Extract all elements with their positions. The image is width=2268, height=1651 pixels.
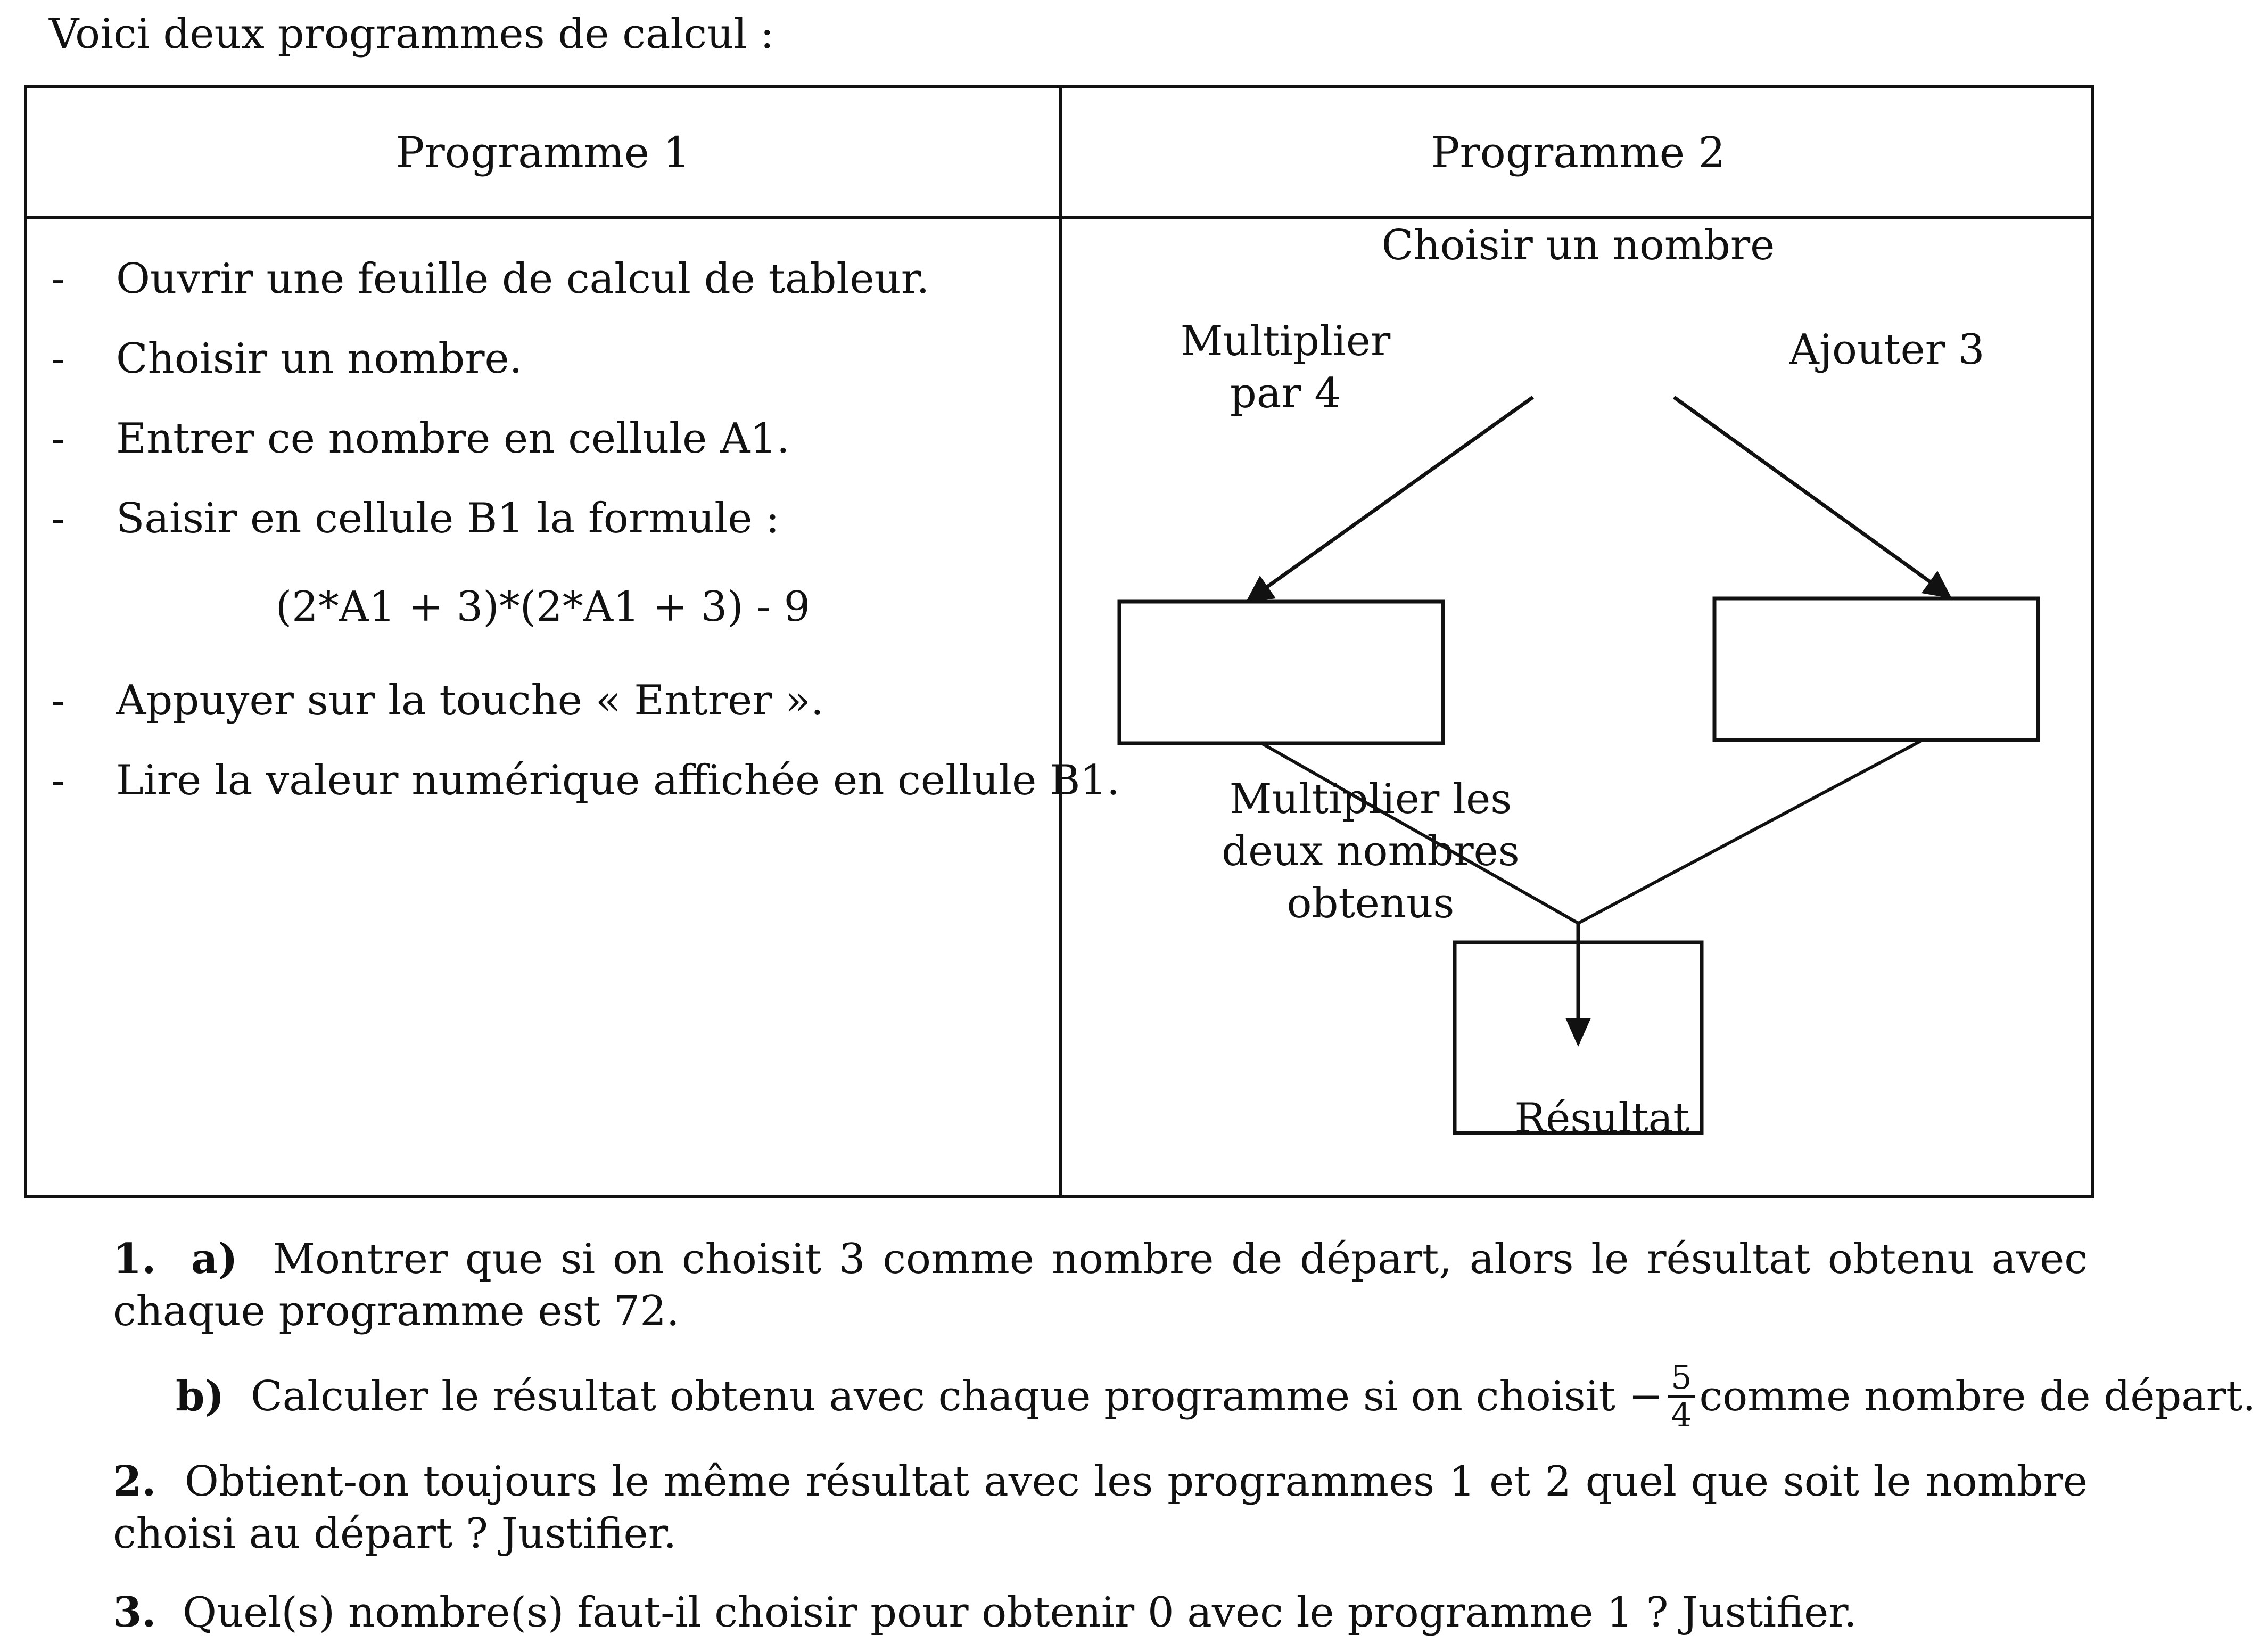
merge-line-right xyxy=(1577,738,1924,925)
table-header-divider xyxy=(27,216,2091,219)
flow-merge-label: Multiplier les deux nombres obtenus xyxy=(1206,773,1536,930)
step-text: Ouvrir une feuille de calcul de tableur. xyxy=(116,255,930,303)
flow-right-branch-label: Ajouter 3 xyxy=(1754,324,2020,376)
merge-line3: obtenus xyxy=(1286,880,1455,927)
question-text-after: comme nombre de départ. xyxy=(1699,1373,2256,1420)
right-branch-text: Ajouter 3 xyxy=(1789,326,1985,374)
step-dash: - xyxy=(51,415,65,463)
left-branch-line1: Multiplier xyxy=(1180,317,1391,365)
step-dash: - xyxy=(51,677,65,725)
step-text: Lire la valeur numérique affichée en cel… xyxy=(116,757,1120,804)
fraction-denominator: 4 xyxy=(1668,1395,1695,1433)
question-text: Calculer le résultat obtenu avec chaque … xyxy=(251,1373,1615,1420)
header-programme-2: Programme 2 xyxy=(1431,127,1726,177)
step-text: Choisir un nombre. xyxy=(116,335,523,383)
question-text: Montrer que si on choisit 3 comme nombre… xyxy=(113,1235,2088,1335)
flow-result-label: Résultat xyxy=(1477,1093,1727,1145)
step-dash: - xyxy=(51,757,65,804)
step-text: Entrer ce nombre en cellule A1. xyxy=(116,415,790,463)
result-box xyxy=(1453,940,1704,1135)
start-text: Choisir un nombre xyxy=(1381,221,1775,269)
header-programme-1: Programme 1 xyxy=(395,127,690,177)
flowchart-diagram xyxy=(1117,396,2040,1135)
question-text: Quel(s) nombre(s) faut-il choisir pour o… xyxy=(183,1589,1857,1637)
merge-line2: deux nombres xyxy=(1222,827,1520,875)
step-text: Saisir en cellule B1 la formule : xyxy=(116,495,780,543)
merge-line-left xyxy=(1260,742,1579,925)
question-1b: b) Calculer le résultat obtenu avec chaq… xyxy=(176,1360,2256,1436)
question-2: 2. Obtient-on toujours le même résultat … xyxy=(113,1456,2088,1560)
question-text: Obtient-on toujours le même résultat ave… xyxy=(113,1458,2088,1558)
step-dash: - xyxy=(51,255,65,303)
step-dash: - xyxy=(51,495,65,543)
minus-sign: − xyxy=(1628,1373,1664,1420)
question-part-label: a) xyxy=(191,1235,238,1283)
step-text: Appuyer sur la touche « Entrer ». xyxy=(116,677,824,725)
right-empty-box xyxy=(1712,596,2040,742)
arrowhead-down xyxy=(1565,1018,1591,1047)
question-number: 3. xyxy=(113,1588,156,1637)
step-dash: - xyxy=(51,335,65,383)
left-branch-line2: par 4 xyxy=(1230,369,1341,417)
programs-table: Programme 1 Programme 2 - Ouvrir une feu… xyxy=(24,85,2094,1198)
arrowhead-right xyxy=(1921,571,1952,598)
flow-left-branch-label: Multiplier par 4 xyxy=(1152,315,1418,420)
intro-text: Voici deux programmes de calcul : xyxy=(49,10,774,58)
arrow-right-branch xyxy=(1672,396,1944,593)
spreadsheet-formula: (2*A1 + 3)*(2*A1 + 3) - 9 xyxy=(275,583,811,631)
question-part-label: b) xyxy=(176,1372,225,1420)
program2-flowchart: Choisir un nombre Multiplier par 4 Ajout… xyxy=(1062,219,2094,1198)
question-number: 1. xyxy=(113,1235,156,1283)
question-1a: 1. a) Montrer que si on choisit 3 comme … xyxy=(113,1233,2088,1337)
result-text: Résultat xyxy=(1514,1095,1690,1143)
arrowhead-left xyxy=(1246,576,1276,603)
flow-start-label: Choisir un nombre xyxy=(1339,219,1818,272)
table-column-divider xyxy=(1059,88,1062,1195)
left-empty-box xyxy=(1117,599,1445,745)
merge-line1: Multiplier les xyxy=(1229,775,1512,823)
fraction-numerator: 5 xyxy=(1671,1358,1692,1397)
question-3: 3. Quel(s) nombre(s) faut-il choisir pou… xyxy=(113,1587,2088,1639)
arrow-left-branch xyxy=(1255,396,1535,596)
question-number: 2. xyxy=(113,1457,156,1506)
